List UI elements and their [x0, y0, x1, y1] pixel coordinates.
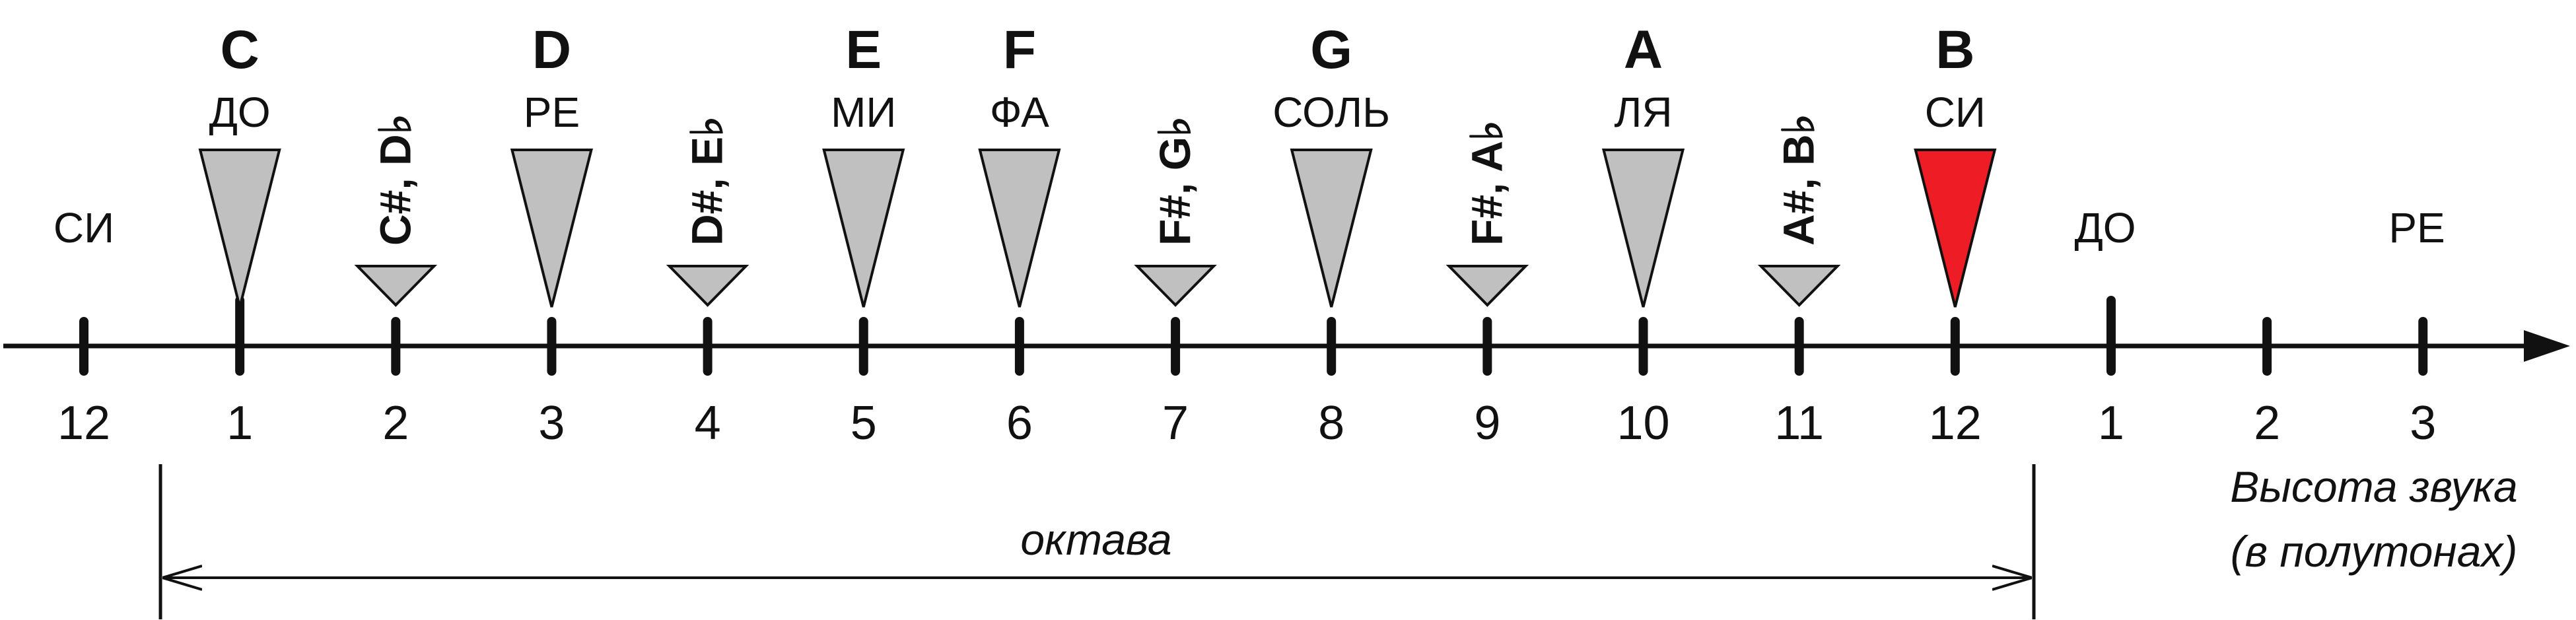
accidental-marker [1445, 265, 1529, 307]
tick-label: 1 [2098, 397, 2124, 450]
axis-label-line1: Высота звука [2230, 462, 2517, 511]
side-label-left: СИ [53, 204, 114, 252]
note-name: СОЛЬ [1272, 88, 1390, 136]
tick-label: 11 [1774, 397, 1824, 450]
tick-label: 8 [1318, 397, 1344, 450]
note-group: C ДО D РЕ E МИ F ФА G СОЛЬ A ЛЯ B СИ [198, 20, 1997, 308]
accidental-marker [1757, 265, 1841, 307]
note-name: ЛЯ [1614, 88, 1672, 136]
tick-label: 7 [1162, 397, 1189, 450]
side-label-right1: ДО [2074, 204, 2136, 252]
accidental-label: C#, D♭ [370, 114, 419, 246]
note-marker [1290, 149, 1373, 308]
tick-label: 6 [1006, 397, 1033, 450]
note-marker [978, 149, 1061, 308]
note-name: ДО [209, 88, 271, 136]
accidental-label: F#, G♭ [1150, 116, 1199, 246]
accidental-marker [1134, 265, 1217, 307]
accidental-group: C#, D♭ D#, E♭ F#, G♭ F#, A♭ A#, B♭ [354, 114, 1841, 307]
tick-label: 10 [1617, 397, 1669, 450]
tick-label: 9 [1474, 397, 1500, 450]
accidental-label: A#, B♭ [1774, 114, 1823, 246]
note-name: РЕ [524, 88, 580, 136]
note-marker [198, 149, 281, 308]
tick-label: 2 [382, 397, 409, 450]
note-marker [1601, 149, 1685, 308]
octave-label: октава [1020, 515, 1171, 564]
note-name: СИ [1925, 88, 1986, 136]
accidental-marker [666, 265, 749, 307]
axis-label-line2: (в полутонах) [2231, 527, 2518, 576]
tick-label: 2 [2254, 397, 2280, 450]
note-marker [1914, 149, 1997, 308]
tick-label: 5 [851, 397, 877, 450]
tick-label: 1 [226, 397, 253, 450]
note-letter: D [532, 20, 571, 80]
note-name: ФА [990, 88, 1049, 136]
tick-label: 12 [1929, 397, 1982, 450]
note-letter: B [1935, 20, 1974, 80]
note-letter: E [845, 20, 882, 80]
note-letter: A [1624, 20, 1663, 80]
accidental-marker [354, 265, 438, 307]
note-letter: F [1003, 20, 1036, 80]
note-name: МИ [831, 88, 896, 136]
tick-label: 12 [57, 397, 110, 450]
side-label-right2: РЕ [2388, 204, 2445, 252]
note-marker [822, 149, 905, 308]
note-letter: G [1310, 20, 1352, 80]
note-letter: C [221, 20, 260, 80]
accidental-label: D#, E♭ [683, 116, 732, 246]
tick-label: 4 [695, 397, 721, 450]
tick-label: 3 [538, 397, 565, 450]
axis-arrowhead [2524, 330, 2570, 362]
tick-label: 3 [2410, 397, 2436, 450]
note-marker [510, 149, 594, 308]
accidental-label: F#, A♭ [1462, 120, 1511, 246]
